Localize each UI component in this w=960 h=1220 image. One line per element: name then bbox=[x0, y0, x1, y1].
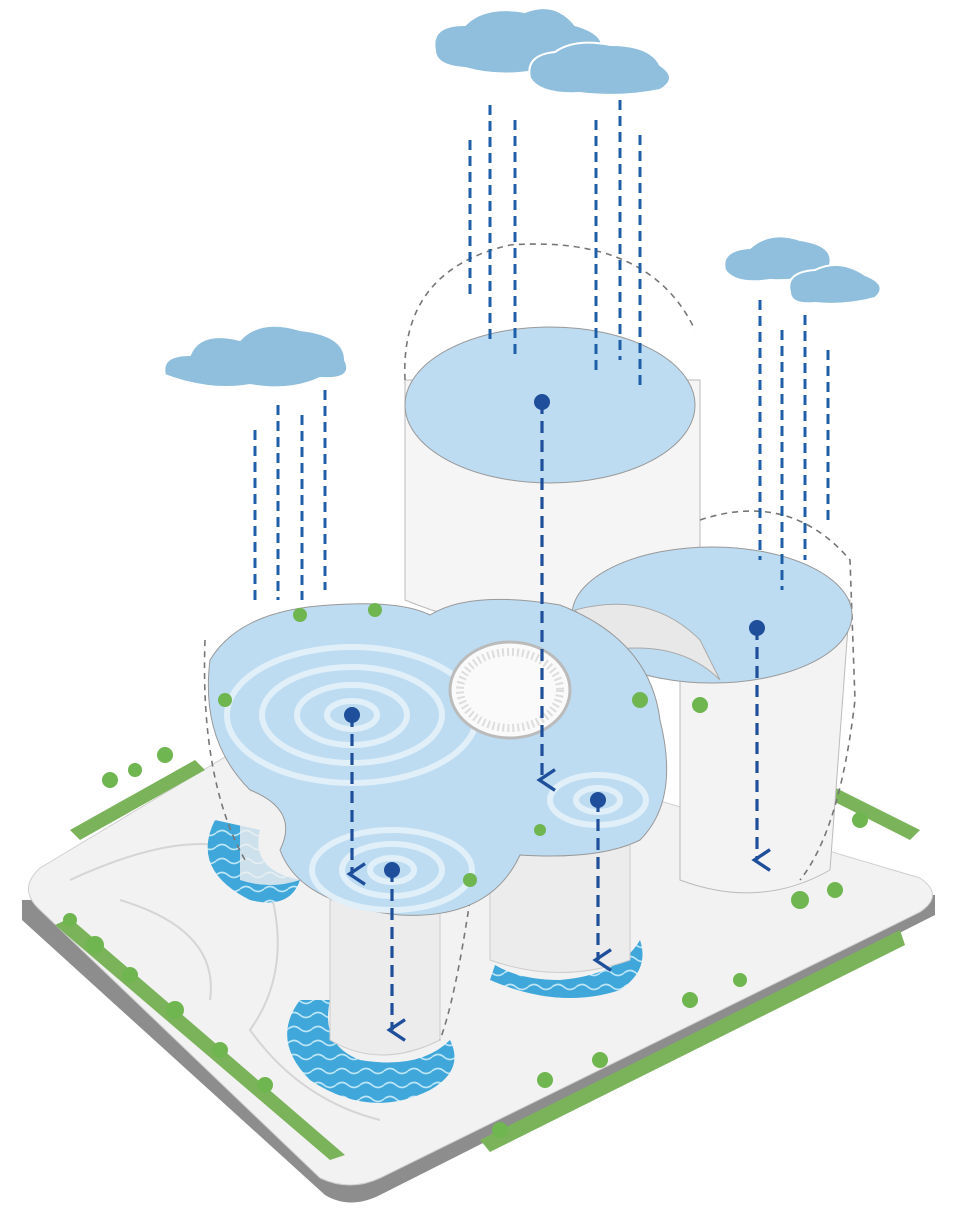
tree-icon bbox=[368, 603, 382, 617]
tree-icon bbox=[463, 873, 477, 887]
flow-arrows bbox=[346, 402, 771, 1042]
cloud-icon bbox=[163, 324, 349, 389]
collection-points bbox=[344, 394, 765, 878]
tree-icon bbox=[128, 763, 142, 777]
tree-icon bbox=[632, 692, 648, 708]
right-tower-outline bbox=[699, 510, 856, 881]
collection-point bbox=[749, 620, 765, 636]
core-column-front bbox=[329, 899, 441, 1056]
cloud-icon bbox=[788, 264, 882, 305]
green-strip-back bbox=[70, 760, 205, 840]
tall-tower-outline bbox=[404, 243, 696, 381]
green-strip-back-right bbox=[815, 780, 920, 840]
tree-icon bbox=[122, 967, 138, 983]
tree-icon bbox=[212, 1042, 228, 1058]
tall-tower-roof bbox=[404, 326, 696, 484]
cloud-icon bbox=[723, 235, 832, 283]
tree-icon bbox=[534, 824, 546, 836]
tree-icon bbox=[102, 772, 118, 788]
tree-icon bbox=[791, 891, 809, 909]
pool-front bbox=[287, 1000, 455, 1103]
tree-icon bbox=[157, 747, 173, 763]
landscape-path bbox=[69, 843, 381, 1121]
collection-point bbox=[384, 862, 400, 878]
green-strip-right bbox=[480, 930, 905, 1152]
rain bbox=[253, 100, 830, 600]
tree-icon bbox=[592, 1052, 608, 1068]
clouds bbox=[163, 7, 882, 389]
tree-icon bbox=[852, 812, 868, 828]
podium-outline bbox=[203, 639, 471, 1041]
tree-icon bbox=[537, 1072, 553, 1088]
tree-icon bbox=[492, 1122, 508, 1138]
collection-point bbox=[590, 792, 606, 808]
tree-icon bbox=[733, 973, 747, 987]
core-column-middle bbox=[489, 829, 631, 973]
tree-icon bbox=[63, 913, 77, 927]
trees bbox=[63, 603, 868, 1138]
right-tower-terrace bbox=[574, 603, 721, 681]
tree-icon bbox=[692, 697, 708, 713]
buildings bbox=[203, 243, 856, 1056]
tree-icon bbox=[682, 992, 698, 1008]
skylight-dome-grid bbox=[456, 648, 564, 732]
pool-middle bbox=[490, 940, 643, 998]
cloud-icon bbox=[528, 41, 671, 96]
tree-icon bbox=[86, 936, 104, 954]
collection-point bbox=[344, 707, 360, 723]
tree-icon bbox=[257, 1077, 273, 1093]
skylight-dome bbox=[448, 640, 572, 740]
tree-icon bbox=[218, 693, 232, 707]
tree-icon bbox=[827, 882, 843, 898]
tree-icon bbox=[293, 608, 307, 622]
tree-icon bbox=[166, 1001, 184, 1019]
collection-point bbox=[534, 394, 550, 410]
